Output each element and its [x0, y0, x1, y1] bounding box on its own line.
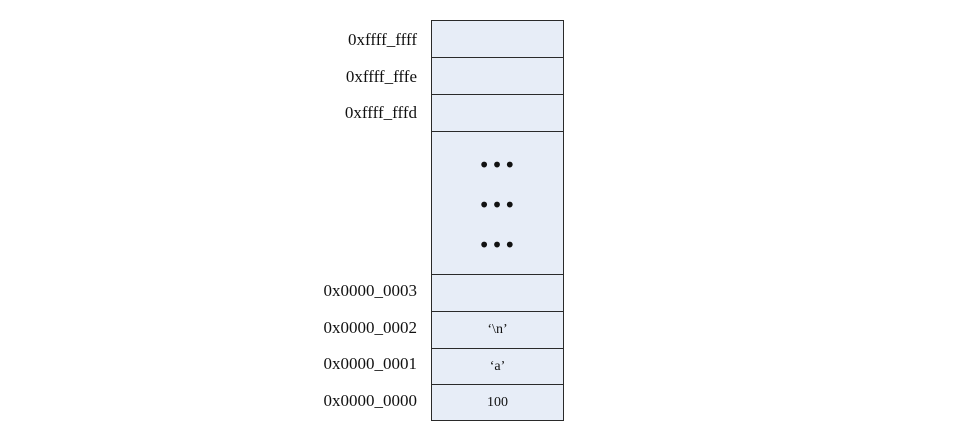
memory-cell: [432, 21, 563, 58]
address-label: 0xffff_fffd: [344, 103, 417, 122]
memory-cell: ‘\n’: [432, 312, 563, 349]
address-label: 0x0000_0002: [323, 318, 418, 337]
address-label: 0xffff_fffe: [345, 67, 417, 86]
address-label: 0xffff_ffff: [348, 30, 417, 49]
memory-column: ••• ••• ••• ‘\n’ ‘a’ 100: [431, 20, 564, 421]
address-label: 0x0000_0003: [323, 281, 418, 300]
ellipsis-icon: •••: [478, 233, 517, 257]
address-label: 0x0000_0001: [323, 354, 418, 373]
memory-cell: 100: [487, 394, 508, 410]
memory-cell: [432, 58, 563, 95]
ellipsis-icon: •••: [478, 153, 517, 177]
address-label: 0x0000_0000: [323, 391, 418, 410]
ellipsis-cell: ••• ••• •••: [432, 132, 563, 275]
memory-cell: [432, 95, 563, 132]
memory-cell: [432, 275, 563, 312]
ellipsis-icon: •••: [478, 193, 517, 217]
memory-cell: ‘a’: [432, 349, 563, 385]
